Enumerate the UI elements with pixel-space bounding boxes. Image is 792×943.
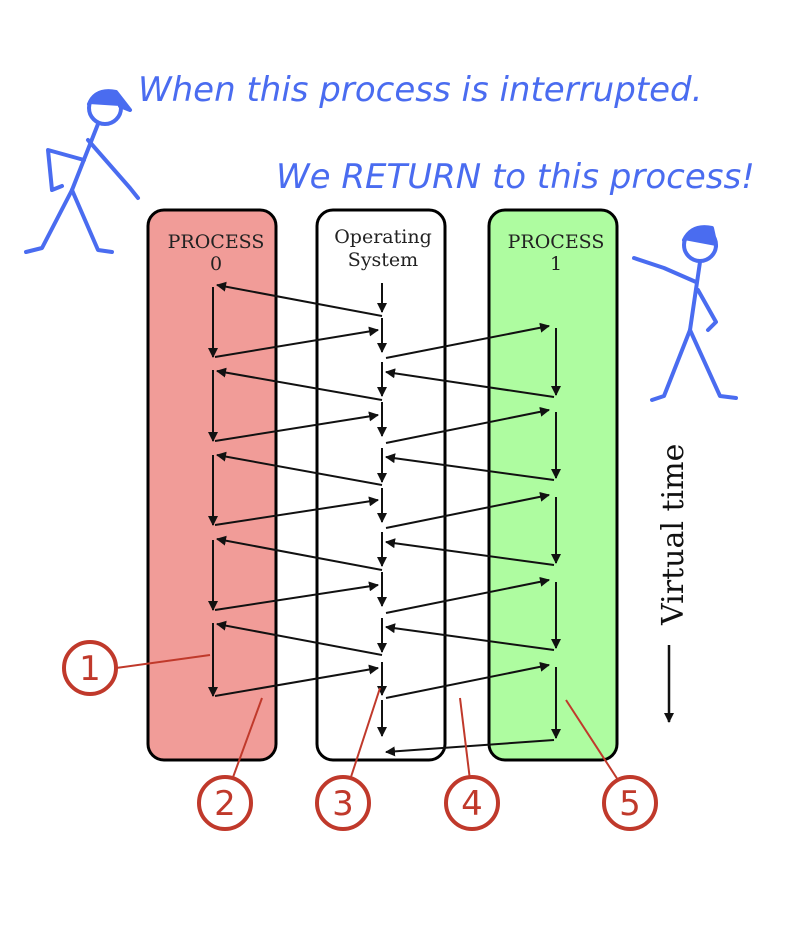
flow-arrow bbox=[214, 581, 379, 611]
flow-arrow bbox=[385, 322, 550, 359]
flow-arrow bbox=[216, 281, 383, 317]
flow-arrow bbox=[216, 451, 383, 486]
callout-5-number: 5 bbox=[619, 784, 641, 824]
flow-arrow bbox=[385, 661, 550, 699]
flow-arrow bbox=[216, 535, 383, 571]
os-title-line1: Operating bbox=[334, 226, 432, 248]
flow-arrow bbox=[214, 411, 379, 442]
caption-return: We RETURN to this process! bbox=[276, 157, 755, 197]
callout-2: 2 bbox=[197, 697, 263, 831]
execution-flow-arrows bbox=[208, 281, 561, 757]
flow-arrow bbox=[385, 623, 555, 651]
flow-arrow bbox=[214, 664, 379, 697]
stick-figure-icon bbox=[24, 89, 140, 254]
caption-interrupted: When this process is interrupted. bbox=[138, 70, 703, 110]
process-1-title: PROCESS bbox=[508, 231, 605, 253]
callout-4: 4 bbox=[444, 697, 500, 831]
flow-arrow bbox=[385, 368, 555, 398]
callout-5: 5 bbox=[565, 699, 658, 831]
stick-figure-icon bbox=[632, 225, 738, 402]
flow-arrow bbox=[385, 576, 550, 614]
virtual-time-label: Virtual time bbox=[656, 444, 691, 626]
callout-1-number: 1 bbox=[79, 649, 101, 689]
callout-3-number: 3 bbox=[332, 784, 354, 824]
flow-arrow bbox=[385, 453, 555, 481]
process-1-column bbox=[487, 208, 619, 762]
flow-arrow bbox=[214, 326, 379, 358]
flow-arrow bbox=[385, 491, 550, 529]
callout-4-number: 4 bbox=[461, 784, 483, 824]
callout-2-number: 2 bbox=[214, 784, 236, 824]
flow-arrow bbox=[385, 406, 550, 444]
flow-arrow bbox=[385, 538, 555, 566]
flow-arrow bbox=[216, 367, 383, 401]
process-0-number: 0 bbox=[210, 253, 222, 275]
process-0-title: PROCESS bbox=[168, 231, 265, 253]
os-title-line2: System bbox=[348, 249, 418, 271]
flow-arrow bbox=[216, 620, 383, 656]
callout-1: 1 bbox=[62, 640, 211, 696]
flow-arrow bbox=[214, 496, 379, 526]
process-1-number: 1 bbox=[550, 253, 562, 275]
callout-3: 3 bbox=[315, 687, 381, 831]
flow-arrow bbox=[385, 739, 555, 757]
